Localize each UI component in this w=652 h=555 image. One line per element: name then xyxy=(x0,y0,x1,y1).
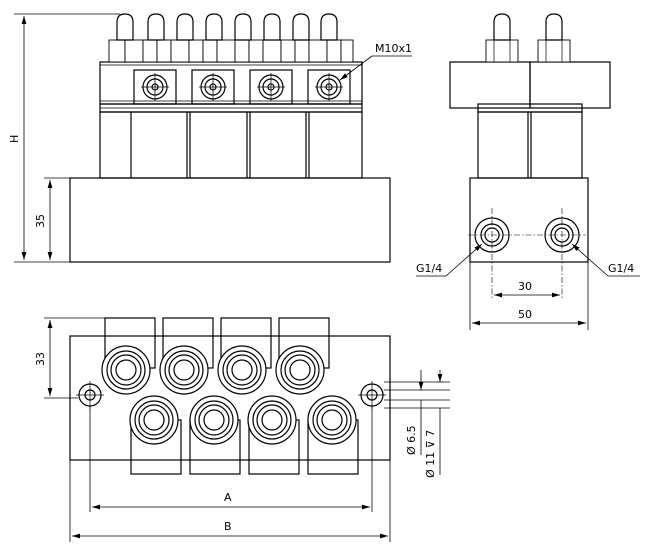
dimension-side-width-label: 50 xyxy=(518,308,532,321)
port-label-right: G1/4 xyxy=(608,262,634,275)
front-ports-m10 xyxy=(133,69,351,105)
hole-diameter-label: Ø 6.5 xyxy=(405,425,418,455)
front-valve-body xyxy=(99,111,363,179)
front-view: M10x1 H 35 xyxy=(8,13,412,263)
dimension-base-height-label: 35 xyxy=(34,214,47,228)
front-nut-row xyxy=(108,39,354,63)
dimension-a-label: A xyxy=(224,491,232,504)
counterbore-label: Ø 11 ⊽ 7 xyxy=(424,430,437,478)
plan-view: 33 Ø 6.5 Ø 11 ⊽ 7 A B xyxy=(34,317,450,542)
dimension-height-label: H xyxy=(8,135,21,143)
thread-label-m10: M10x1 xyxy=(375,42,412,55)
dimension-plan-depth-label: 33 xyxy=(34,352,47,366)
front-base-block xyxy=(69,177,391,263)
dimension-port-spacing-label: 30 xyxy=(518,280,532,293)
dimension-b-label: B xyxy=(224,520,232,533)
plan-fittings-lower xyxy=(129,395,357,445)
side-view: G1/4 G1/4 30 50 xyxy=(416,13,640,330)
port-label-left: G1/4 xyxy=(416,262,442,275)
front-indicator-pins xyxy=(116,13,338,41)
plan-fittings-upper xyxy=(101,345,325,395)
